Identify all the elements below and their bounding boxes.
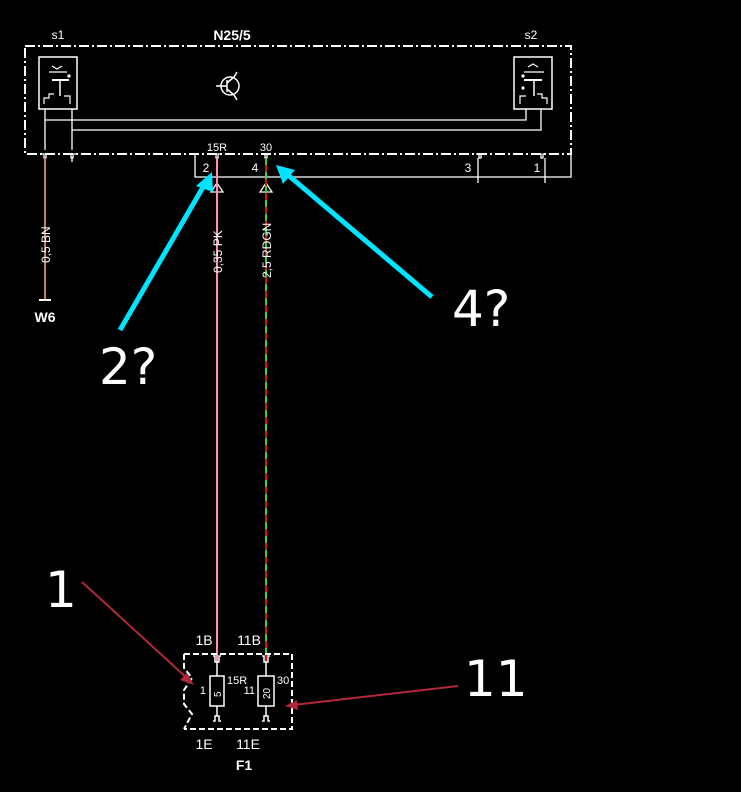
module-title: N25/5 [213, 27, 251, 43]
internal-wiring [44, 109, 542, 150]
connector-frame [194, 154, 572, 178]
pin-1-label: 1 [534, 161, 541, 175]
fuse-11-terminal: 30 [277, 675, 289, 687]
switch-s1-label: s1 [52, 28, 65, 42]
fuse-bottom-left-label: 1E [195, 736, 212, 752]
switch-s2 [513, 56, 553, 110]
fuse-11-value: 20 [262, 687, 273, 699]
wire-pink-label: 0,35 PK [211, 230, 225, 273]
pin-2-label: 2 [203, 161, 210, 175]
fuse-box-name: F1 [236, 757, 253, 773]
annotation-2-question: 2? [99, 338, 157, 396]
fuse-11 [257, 655, 275, 722]
annotation-1: 1 [45, 561, 77, 619]
annotation-11: 11 [464, 650, 528, 708]
fuse-bottom-right-label: 11E [236, 736, 260, 752]
transistor-icon [216, 71, 240, 101]
annotation-4-question: 4? [452, 280, 510, 338]
fuse-1-terminal: 15R [227, 675, 247, 687]
pin-3-label: 3 [465, 161, 472, 175]
fuse-1 [209, 655, 225, 722]
wire-brown-label: 0,5 BN [39, 226, 53, 263]
fuse-box-outline [183, 653, 293, 730]
wire-rdgn-label: 2,5 RDGN [260, 223, 274, 278]
pin-4-label: 4 [252, 161, 259, 175]
fuse-11-number: 11 [244, 685, 255, 697]
switch-s2-label: s2 [525, 28, 538, 42]
annotation-arrow-fuse11 [285, 685, 459, 710]
terminal-30-label: 30 [260, 142, 272, 154]
annotation-arrow-fuse1 [81, 581, 194, 685]
terminal-15r-label: 15R [207, 142, 227, 154]
ground-w6-label: W6 [35, 309, 56, 325]
fuse-1-number: 1 [200, 685, 206, 697]
switch-s1 [38, 56, 78, 110]
module-outline [24, 45, 572, 155]
annotation-arrow-pin4 [276, 165, 434, 299]
fuse-top-right-label: 11B [237, 632, 261, 648]
fuse-1-value: 5 [213, 691, 224, 697]
annotation-arrow-pin2 [117, 172, 213, 332]
fuse-top-left-label: 1B [195, 632, 212, 648]
